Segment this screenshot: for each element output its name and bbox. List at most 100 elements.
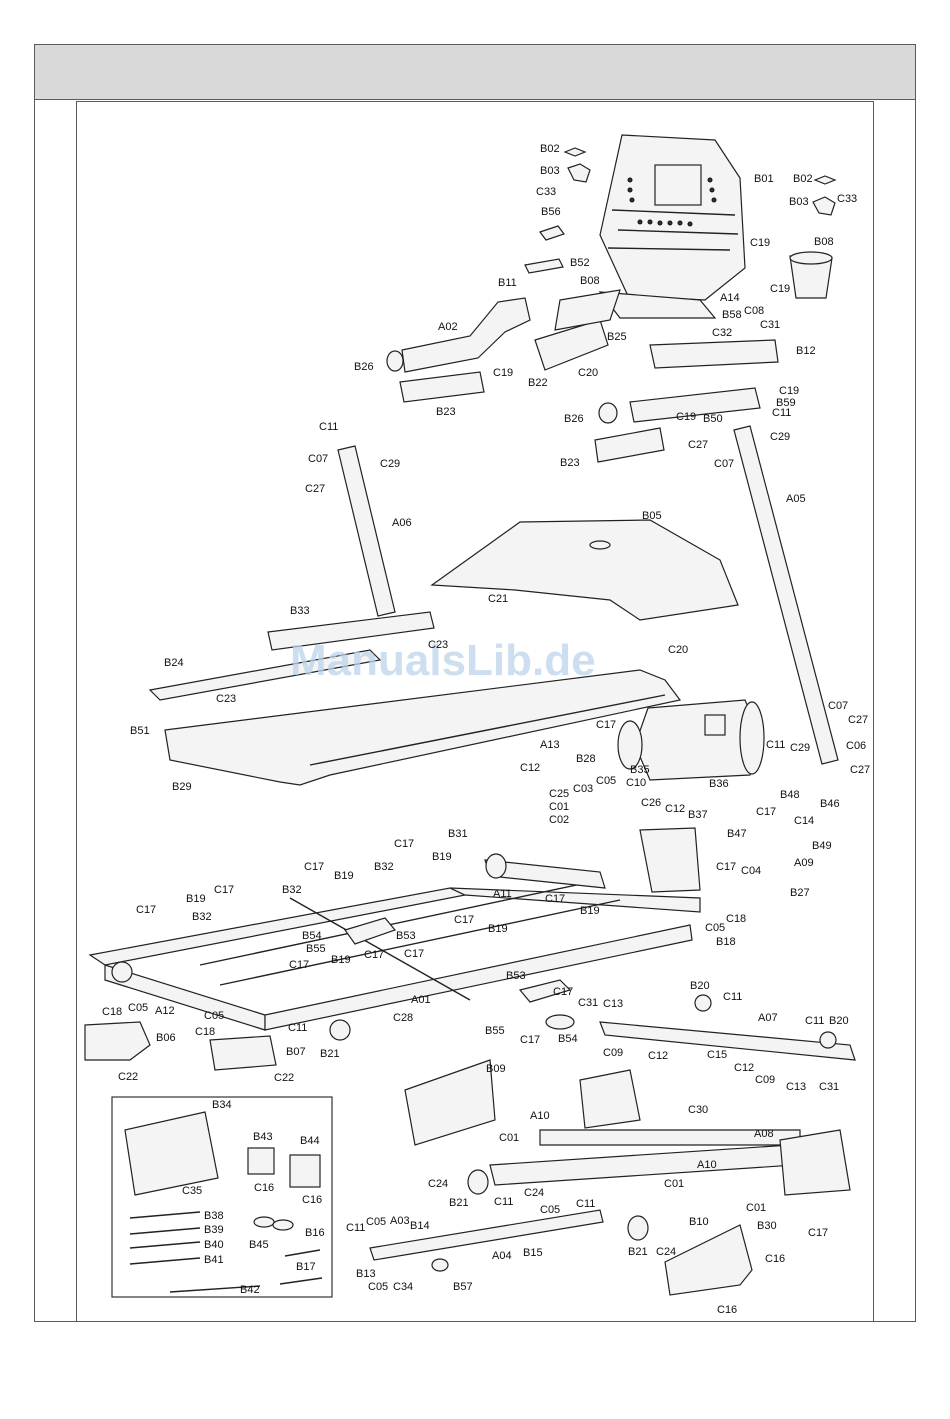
- part-label: A06: [392, 517, 412, 529]
- part-label: B19: [432, 851, 452, 863]
- part-label: C11: [805, 1015, 824, 1027]
- part-label: C27: [688, 439, 708, 451]
- part-label: B58: [722, 309, 742, 321]
- part-label: B16: [305, 1227, 325, 1239]
- part-label: C17: [808, 1227, 828, 1239]
- drive-motor: [617, 699, 765, 781]
- part-label: A11: [493, 888, 512, 900]
- part-label: C17: [553, 986, 573, 998]
- electronics-inset: [111, 1096, 333, 1298]
- part-label: C01: [664, 1178, 684, 1190]
- part-label: C32: [712, 327, 732, 339]
- part-label: B15: [523, 1247, 543, 1259]
- part-label: C07: [828, 700, 848, 712]
- part-label: B19: [331, 954, 351, 966]
- part-label: C17: [289, 959, 309, 971]
- part-label: C11: [494, 1196, 513, 1208]
- part-label: B20: [690, 980, 710, 992]
- part-label: B20: [829, 1015, 849, 1027]
- part-label: C18: [102, 1006, 122, 1018]
- part-label: B08: [580, 275, 600, 287]
- upright-posts: [267, 425, 839, 765]
- part-label: B02: [540, 143, 560, 155]
- part-label: C07: [714, 458, 734, 470]
- part-label: B32: [374, 861, 394, 873]
- part-label: C23: [216, 693, 236, 705]
- part-label: B57: [453, 1281, 473, 1293]
- part-label: C17: [404, 948, 424, 960]
- part-label: A04: [492, 1250, 512, 1262]
- part-label: A10: [697, 1159, 717, 1171]
- part-label: C15: [707, 1049, 727, 1061]
- part-label: C22: [118, 1071, 138, 1083]
- part-label: A03: [390, 1215, 410, 1227]
- part-label: C17: [545, 893, 565, 905]
- part-label: C17: [214, 884, 234, 896]
- part-label: C17: [394, 838, 414, 850]
- part-label: B18: [716, 936, 736, 948]
- part-label: B21: [449, 1197, 469, 1209]
- handlebar-assembly: [386, 289, 779, 463]
- part-label: C24: [524, 1187, 544, 1199]
- part-label: C19: [493, 367, 513, 379]
- part-label: C28: [393, 1012, 413, 1024]
- part-label: B23: [436, 406, 456, 418]
- part-label: B23: [560, 457, 580, 469]
- part-label: B38: [204, 1210, 224, 1222]
- part-label: B25: [607, 331, 627, 343]
- part-label: C29: [790, 742, 810, 754]
- part-label: B34: [212, 1099, 232, 1111]
- part-label: B06: [156, 1032, 176, 1044]
- part-label: C27: [305, 483, 325, 495]
- part-label: B33: [290, 605, 310, 617]
- part-label: C11: [766, 739, 785, 751]
- part-label: A08: [754, 1128, 774, 1140]
- part-label: C31: [760, 319, 780, 331]
- part-label: B32: [192, 911, 212, 923]
- part-label: B09: [486, 1063, 506, 1075]
- part-label: C04: [741, 865, 761, 877]
- part-label: B40: [204, 1239, 224, 1251]
- part-label: C11: [319, 421, 338, 433]
- part-label: B50: [703, 413, 723, 425]
- part-label: C11: [723, 991, 742, 1003]
- part-label: C29: [380, 458, 400, 470]
- part-label: C16: [302, 1194, 322, 1206]
- part-label: C17: [454, 914, 474, 926]
- part-label: C09: [755, 1074, 775, 1086]
- part-label: C25: [549, 788, 569, 800]
- part-label: C16: [717, 1304, 737, 1316]
- part-label: B54: [302, 930, 322, 942]
- part-label: B01: [754, 173, 774, 185]
- part-label: B02: [793, 173, 813, 185]
- part-label: C26: [641, 797, 661, 809]
- part-label: C05: [128, 1002, 148, 1014]
- part-label: C22: [274, 1072, 294, 1084]
- part-label: B53: [506, 970, 526, 982]
- part-label: C17: [304, 861, 324, 873]
- part-label: B24: [164, 657, 184, 669]
- part-label: A01: [411, 994, 431, 1006]
- part-label: C11: [576, 1198, 595, 1210]
- part-label: B10: [689, 1216, 709, 1228]
- part-labels: B02 B03 C33 B01 B02 B03 C33 B56 C19 B08 …: [102, 143, 870, 1316]
- main-frame: [88, 827, 701, 1031]
- part-label: C19: [779, 385, 799, 397]
- part-label: C16: [765, 1253, 785, 1265]
- part-label: B36: [709, 778, 729, 790]
- part-label: B53: [396, 930, 416, 942]
- part-label: B51: [130, 725, 150, 737]
- part-label: B12: [796, 345, 816, 357]
- part-label: B17: [296, 1261, 316, 1273]
- part-label: B13: [356, 1268, 376, 1280]
- part-label: B54: [558, 1033, 578, 1045]
- part-label: B19: [580, 905, 600, 917]
- part-label: B39: [204, 1224, 224, 1236]
- part-label: B21: [628, 1246, 648, 1258]
- part-label: C05: [540, 1204, 560, 1216]
- part-label: A13: [540, 739, 560, 751]
- part-label: C19: [770, 283, 790, 295]
- part-label: C31: [578, 997, 598, 1009]
- part-label: C16: [254, 1182, 274, 1194]
